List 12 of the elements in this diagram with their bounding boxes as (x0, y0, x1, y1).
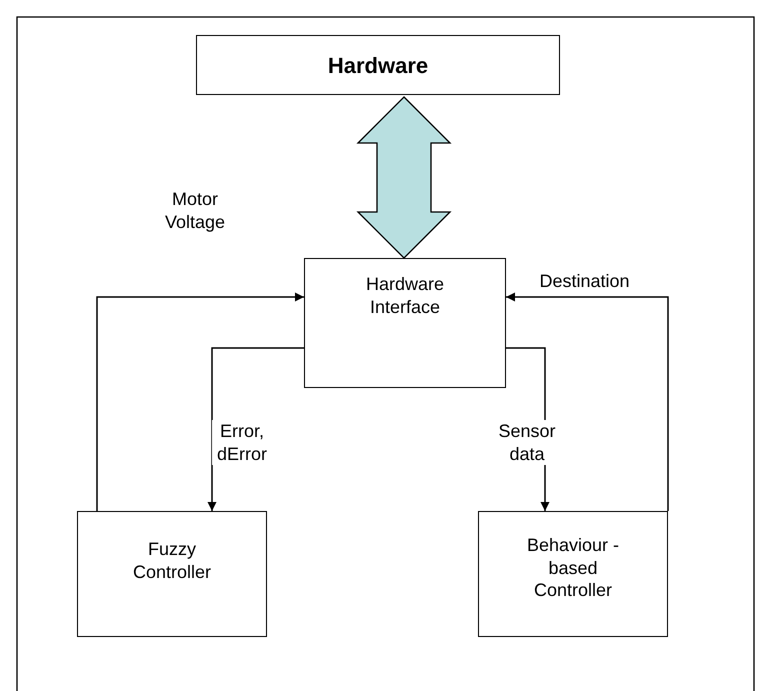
arrow (96, 292, 304, 511)
box-label: Behaviour -based Controller (526, 534, 620, 602)
process-box (196, 35, 560, 95)
process-box (304, 258, 506, 388)
process-box (77, 511, 267, 637)
double-arrow (356, 96, 452, 259)
process-box (478, 511, 668, 637)
box-label: Fuzzy Controller (132, 538, 212, 583)
box-label: Hardware Interface (364, 273, 446, 318)
arrow (506, 292, 669, 511)
box-label: Hardware (328, 52, 428, 80)
arrow (208, 347, 304, 511)
